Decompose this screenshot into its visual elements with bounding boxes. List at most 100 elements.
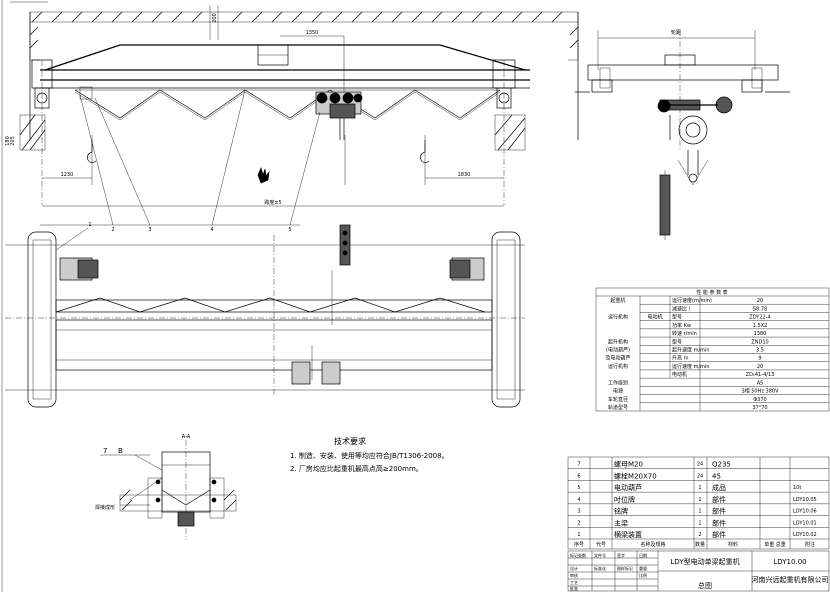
tb-label-6: 标准化	[594, 565, 606, 571]
bom-qty: 1	[698, 520, 701, 526]
bom-h-mat: 材料	[728, 541, 738, 548]
bom-note: LDY10.01	[793, 520, 817, 526]
bom-qty: 1	[698, 485, 701, 491]
balloon-3: 3	[148, 227, 151, 233]
bom-qty: 24	[697, 473, 703, 479]
section-leader-7: 7	[103, 447, 107, 455]
param-value: 3.5	[756, 348, 764, 354]
param-value: ZND10	[751, 339, 768, 345]
bom-no: 1	[577, 532, 580, 538]
param-item: 型号	[672, 314, 682, 321]
bom-no: 5	[577, 485, 580, 491]
tb-label-8: 批准	[570, 585, 578, 591]
bom-qty: 24	[697, 462, 703, 468]
bom-mat: 成品	[712, 483, 726, 492]
param-value: 3相 50Hz 380V	[741, 388, 779, 395]
param-value: 20	[757, 298, 763, 304]
param-value: 37°70	[752, 405, 767, 411]
param-sub: 电动机	[647, 314, 662, 321]
param-item: 功率 Kw	[672, 322, 691, 329]
param-value: A5	[757, 380, 764, 386]
bom-no: 6	[577, 473, 580, 479]
dim-clearance: 200	[212, 13, 218, 23]
bom-mat: 部件	[712, 530, 726, 539]
bom-name: 螺栓M20X70	[614, 471, 657, 480]
param-value: 1380	[754, 331, 767, 337]
weld-label: 焊接成形	[95, 504, 115, 511]
front-elevation-view: 200	[5, 5, 579, 233]
bom-note: LDY10.02	[793, 532, 817, 538]
param-group: 工作级别	[608, 379, 628, 386]
bom-h-note: 附注	[805, 541, 815, 548]
param-value: 9	[758, 356, 761, 362]
bom-note: LDY10.06	[793, 509, 817, 515]
title-block: 标记处数 文件号 签字 日期 设计 审核 标准化 工艺 批准 图样标记 重量 比…	[567, 550, 830, 592]
param-value: 58.78	[753, 306, 767, 312]
bom-name: 吋位牌	[614, 495, 635, 504]
tb-label-9: 图样标记	[617, 565, 633, 571]
tb-view: 总图	[698, 581, 712, 590]
section-label: A-A	[182, 434, 191, 440]
tb-label-1: 文件号	[594, 552, 606, 558]
param-group: 起升机构	[608, 338, 628, 345]
bom-note: LDY10.05	[793, 497, 817, 503]
balloon-5: 5	[288, 227, 291, 233]
bom-h-wt: 单重 总重	[764, 541, 786, 548]
param-item: 起升速度 m/min	[672, 347, 710, 354]
building-outline	[19, 11, 579, 151]
electric-hoist	[315, 91, 363, 140]
section-detail-view: A-A 7 B 焊接成形	[95, 434, 237, 540]
tb-drawing-no: LDY10.00	[773, 558, 806, 566]
param-group: 及电动葫芦	[605, 355, 630, 362]
param-group: (电动葫芦)	[606, 347, 630, 354]
dim-span: 跨度±5	[264, 199, 281, 206]
dim-rail-left-b: 205	[10, 136, 16, 146]
param-group: 运行机构	[608, 314, 628, 321]
hand-warning-symbol	[257, 166, 270, 184]
param-item: 转速 r/min	[672, 330, 697, 337]
bom-name: 横梁装置	[614, 530, 642, 539]
bom-name: 电动葫芦	[614, 483, 642, 492]
bom-mat: 45	[712, 472, 721, 480]
tb-label-5: 审核	[570, 572, 578, 578]
bom-h-code: 代号	[596, 541, 606, 548]
tb-label-7: 工艺	[570, 580, 578, 585]
bom-mat: 部件	[712, 518, 726, 527]
balloon-4: 4	[210, 227, 213, 233]
tech-req-item-2: 2. 厂房均应比起重机最高点高≥200mm。	[290, 464, 423, 473]
dim-rail-left: 180	[5, 136, 11, 146]
param-group: 运行机构	[608, 363, 628, 370]
section-leader-b: B	[118, 447, 123, 455]
tb-label-10: 重量	[639, 565, 647, 571]
params-title: 性 能 参 数 表	[696, 289, 727, 296]
bom-h-name: 名称及规格	[640, 541, 665, 548]
param-value: 1.5X2	[753, 323, 768, 329]
tb-name: LDY型电动单梁起重机	[670, 557, 739, 566]
bom-mat: 部件	[712, 495, 726, 504]
param-group: 轨道型号	[608, 404, 628, 411]
tb-label-4: 设计	[570, 565, 578, 571]
param-item: 电动机	[672, 371, 687, 378]
tb-label-3: 日期	[639, 552, 647, 558]
bom-name: 铭牌	[614, 507, 628, 516]
hook-left	[87, 140, 97, 164]
bom-name: 主梁	[614, 518, 628, 527]
bom-no: 4	[577, 497, 580, 503]
bom-name: 螺母M20	[614, 460, 643, 469]
tb-label-2: 签字	[617, 552, 625, 558]
balloon-1: 1	[88, 222, 91, 228]
bom-qty: 1	[698, 509, 701, 515]
technical-requirements: 技术要求 1. 制造、安装、使用等均应符合JB/T1306-2008。 2. 厂…	[290, 436, 449, 473]
bom-h-qty: 数量	[695, 541, 705, 548]
side-view: 轮距	[575, 29, 790, 240]
param-item: 减速比 i	[672, 305, 690, 312]
bom-note: 10t	[793, 485, 801, 491]
param-group: 电源	[613, 388, 623, 395]
param-item: 升高 m	[672, 355, 689, 362]
main-girder	[31, 44, 530, 121]
tech-req-item-1: 1. 制造、安装、使用等均应符合JB/T1306-2008。	[290, 451, 449, 460]
bom-no: 3	[577, 509, 580, 515]
